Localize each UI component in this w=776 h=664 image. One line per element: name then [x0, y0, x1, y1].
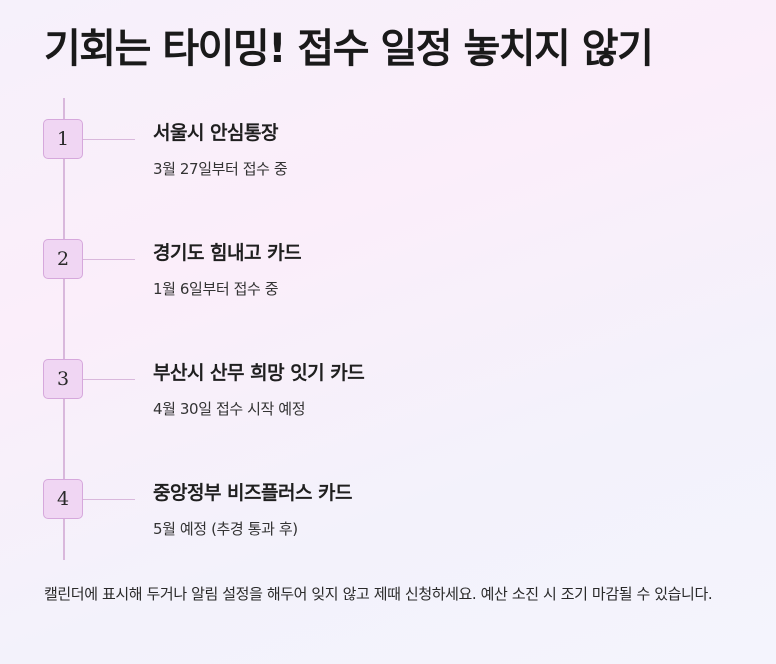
step-title: 부산시 산무 희망 잇기 카드: [153, 362, 365, 384]
step-title: 경기도 힘내고 카드: [153, 242, 302, 264]
page-title: 기회는 타이밍! 접수 일정 놓치지 않기: [44, 26, 654, 72]
timeline-step-3: 3 부산시 산무 희망 잇기 카드 4월 30일 접수 시작 예정: [0, 358, 776, 438]
step-number-badge: 2: [43, 239, 83, 279]
timeline-line: [63, 98, 65, 560]
step-date: 1월 6일부터 접수 중: [153, 280, 279, 298]
step-number-badge: 3: [43, 359, 83, 399]
step-connector: [83, 499, 135, 500]
step-title: 중앙정부 비즈플러스 카드: [153, 482, 353, 504]
footer-note: 캘린더에 표시해 두거나 알림 설정을 해두어 잊지 않고 제때 신청하세요. …: [44, 585, 713, 603]
timeline-step-4: 4 중앙정부 비즈플러스 카드 5월 예정 (추경 통과 후): [0, 478, 776, 558]
step-connector: [83, 259, 135, 260]
step-date: 3월 27일부터 접수 중: [153, 160, 288, 178]
schedule-timeline: 1 서울시 안심통장 3월 27일부터 접수 중 2 경기도 힘내고 카드 1월…: [0, 98, 776, 560]
step-title: 서울시 안심통장: [153, 122, 278, 144]
step-connector: [83, 379, 135, 380]
timeline-step-1: 1 서울시 안심통장 3월 27일부터 접수 중: [0, 118, 776, 198]
step-number-badge: 1: [43, 119, 83, 159]
step-number-badge: 4: [43, 479, 83, 519]
step-date: 5월 예정 (추경 통과 후): [153, 520, 298, 538]
step-connector: [83, 139, 135, 140]
step-date: 4월 30일 접수 시작 예정: [153, 400, 306, 418]
timeline-step-2: 2 경기도 힘내고 카드 1월 6일부터 접수 중: [0, 238, 776, 318]
